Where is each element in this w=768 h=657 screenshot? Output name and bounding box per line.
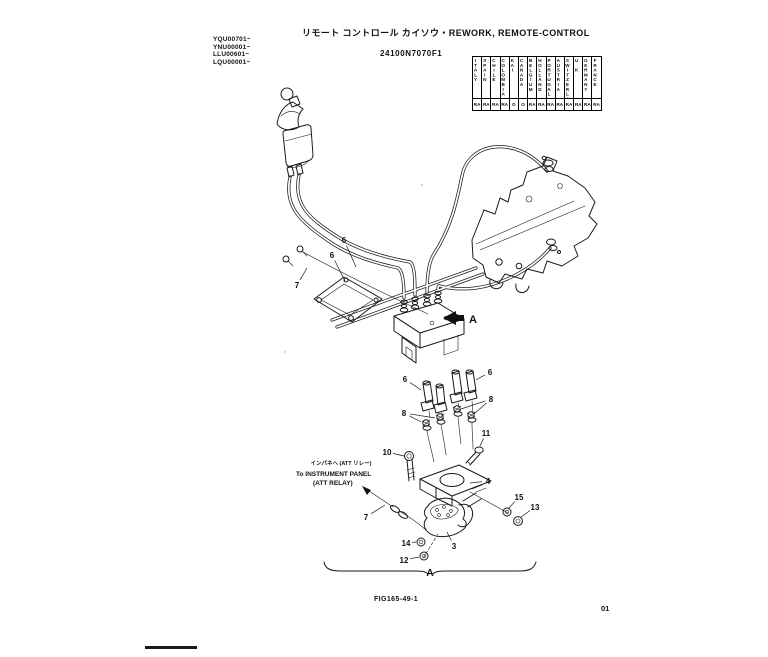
applicability-mark: RA (482, 102, 490, 107)
note-japanese: インパネヘ (ATT リレー) (310, 459, 371, 467)
country-column: BELGIUM RA (528, 57, 538, 110)
print-speck (284, 351, 286, 353)
country-column: U K RA (574, 57, 584, 110)
callout-6: 6 (488, 368, 493, 377)
country-name: U K (574, 57, 583, 99)
callout-7: 7 (364, 513, 369, 522)
callout-leader (392, 453, 405, 457)
callout-8: 8 (489, 395, 494, 404)
view-arrow: A (443, 311, 477, 326)
callout-14: 14 (402, 539, 411, 548)
callout-leader (346, 245, 357, 268)
callout-6: 6 (342, 236, 347, 245)
country-name: FRANCE (592, 57, 601, 99)
applicability-mark: RA (492, 102, 499, 107)
callout-leader (299, 267, 308, 281)
callout-6: 6 (330, 251, 335, 260)
print-speck (421, 184, 423, 186)
country-name: PORTUGAL (546, 57, 555, 99)
binding-mark (145, 646, 197, 649)
country-column: FRANCE RA (592, 57, 601, 110)
callout-13: 13 (531, 503, 540, 512)
callout-leader (446, 531, 452, 541)
callout-10: 10 (383, 448, 392, 457)
country-name: CANADA (518, 57, 528, 99)
callout-leader (469, 481, 483, 484)
callout-leader (409, 413, 436, 419)
control-lever (276, 87, 314, 178)
callout-leader (520, 510, 531, 518)
serial-number-list: YQU00701~ YNU00001~ LLU00601~ LQU00001~ (213, 36, 251, 66)
country-name: ITALY (473, 57, 482, 99)
callout-3: 3 (452, 542, 457, 551)
serial-number: YQU00701~ (213, 36, 251, 43)
country-column: AUSTRIA RA (555, 57, 565, 110)
callout-leader (409, 556, 420, 560)
country-column: ITALY RA (473, 57, 483, 110)
applicability-mark: RA (565, 102, 573, 107)
callout-leader (370, 504, 386, 515)
applicability-mark: RA (547, 102, 554, 107)
section-label: A (426, 568, 433, 579)
country-name: KAI (509, 57, 518, 99)
callout-leader (409, 415, 422, 423)
country-column: HOLLAND RA (537, 57, 547, 110)
country-column: PORTUGAL RA (546, 57, 556, 110)
serial-number: LLU00601~ (213, 51, 250, 59)
applicability-mark: RA (528, 102, 536, 107)
section-brace: A (323, 561, 537, 579)
applicability-mark: O (521, 102, 525, 107)
note-instrument-panel: To INSTRUMENT PANEL (296, 471, 371, 478)
serial-number: LQU00001~ (213, 58, 251, 66)
callout-leader (479, 438, 484, 447)
applicability-mark: RA (556, 102, 564, 107)
callout-12: 12 (400, 556, 409, 565)
callout-6: 6 (403, 375, 408, 384)
country-name: HOLLAND (537, 57, 546, 99)
country-column: KAI O (509, 57, 519, 110)
country-column: CANADA O (518, 57, 529, 110)
callout-8: 8 (402, 409, 407, 418)
applicability-mark: RA (501, 102, 508, 107)
country-name: COLOMBIA (500, 57, 509, 99)
callout-4: 4 (486, 477, 491, 486)
serial-number: YNU00001~ (213, 43, 251, 51)
applicability-mark: RA (584, 102, 591, 107)
callout-leader (475, 374, 485, 381)
control-valve-block (471, 155, 598, 293)
callout-leader (409, 382, 422, 391)
country-name: CHILE (491, 57, 500, 99)
lower-exploded-assembly (362, 369, 523, 561)
callout-leader (508, 501, 516, 509)
callout-7: 7 (295, 281, 300, 290)
country-column: CHILE RA (491, 57, 501, 110)
note-att-relay: (ATT RELAY) (313, 480, 353, 487)
view-arrow-label: A (469, 314, 477, 326)
applicability-mark: RA (538, 102, 545, 107)
country-column: COLOMBIA RA (500, 57, 510, 110)
page-number: 01 (601, 604, 610, 613)
callout-leader (460, 400, 486, 410)
callout-15: 15 (515, 493, 524, 502)
country-name: BELGIUM (528, 57, 537, 99)
page-title: リモート コントロール カイソウ・REWORK, REMOTE-CONTROL (302, 28, 590, 38)
applicability-mark: RA (473, 102, 481, 107)
callout-leader (334, 260, 346, 282)
country-name: SWITZERLAND (564, 57, 574, 99)
part-number: 24100N7070F1 (380, 49, 443, 58)
applicability-mark: RA (593, 102, 600, 107)
applicability-mark: RA (574, 102, 582, 107)
applicability-mark: O (512, 102, 516, 107)
country-column: SWITZERLAND RA (564, 57, 575, 110)
country-name: AUSTRIA (555, 57, 564, 99)
callout-leader (473, 402, 487, 415)
figure-number: FIG165-49-1 (374, 596, 419, 603)
country-name: SPAIN (482, 57, 491, 99)
country-column: GERMANY RA (583, 57, 593, 110)
country-name: GERMANY (583, 57, 592, 99)
callout-11: 11 (482, 429, 491, 438)
country-column: SPAIN RA (482, 57, 492, 110)
